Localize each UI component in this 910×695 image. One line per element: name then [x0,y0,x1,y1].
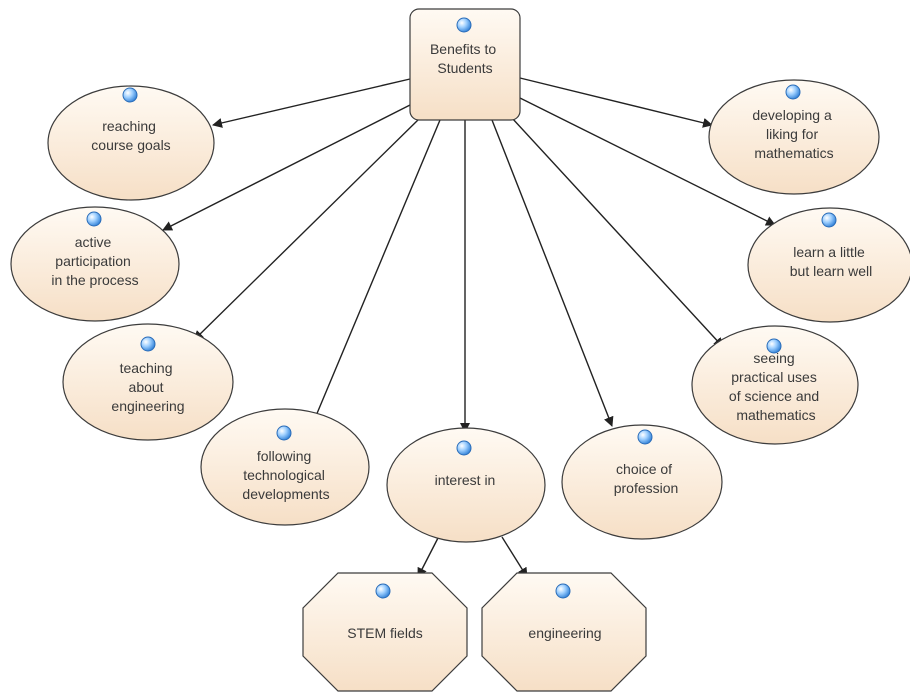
edge-root-teaching [193,117,421,341]
node-label: active participation in the process [51,234,138,288]
info-icon[interactable] [375,583,391,599]
node-label: learn a little but learn well [790,244,873,279]
node-active-participation[interactable]: active participation in the process [10,206,180,322]
node-label: developing a liking for mathematics [752,107,835,161]
node-label: seeing practical uses of science and mat… [729,350,823,423]
node-label: interest in [435,472,496,488]
edge-root-reaching [212,78,411,128]
info-icon[interactable] [122,87,138,103]
node-choice-of-profession[interactable]: choice of profession [561,424,723,540]
node-teaching-about-engineering[interactable]: teaching about engineering [62,323,234,441]
info-icon[interactable] [637,429,653,445]
edge-root-seeing [511,117,724,348]
info-icon[interactable] [456,17,472,33]
info-icon[interactable] [86,211,102,227]
node-shape [561,424,723,540]
edge-interest-stem [417,537,439,578]
node-label: engineering [528,625,601,641]
node-developing-a-liking[interactable]: developing a liking for mathematics [708,79,880,195]
node-shape [708,79,880,195]
node-interest-in[interactable]: interest in [386,427,546,543]
edge-root-active [162,103,413,231]
node-reaching-course-goals[interactable]: reaching course goals [47,85,215,201]
node-label: reaching course goals [91,118,170,153]
node-shape [47,85,215,201]
node-following-technological-developments[interactable]: following technological developments [200,408,370,526]
edge-root-following [311,119,441,424]
info-icon[interactable] [276,425,292,441]
info-icon[interactable] [555,583,571,599]
edge-root-learn [519,97,776,226]
info-icon[interactable] [456,440,472,456]
node-learn-a-little[interactable]: learn a little but learn well [747,207,910,323]
node-label: STEM fields [347,625,422,641]
node-shape [481,572,647,692]
node-seeing-practical-uses[interactable]: seeing practical uses of science and mat… [691,325,859,445]
edge-root-choice [491,119,614,427]
node-shape [62,323,234,441]
node-shape [386,427,546,543]
node-shape [747,207,910,323]
info-icon[interactable] [821,212,837,228]
info-icon[interactable] [785,84,801,100]
node-shape [10,206,180,322]
node-shape [302,572,468,692]
root-node[interactable]: Benefits to Students [409,8,521,121]
node-stem-fields[interactable]: STEM fields [302,572,468,692]
root-node-label: Benefits to Students [430,41,500,76]
info-icon[interactable] [766,338,782,354]
edges [162,77,776,578]
node-label: choice of profession [614,461,679,496]
node-shape [200,408,370,526]
edge-root-liking [519,77,713,128]
edge-interest-engineering [501,536,528,578]
info-icon[interactable] [140,336,156,352]
node-label: following technological developments [242,448,329,502]
node-label: teaching about engineering [111,360,184,414]
root-node-shape [409,8,521,121]
node-engineering[interactable]: engineering [481,572,647,692]
node-shape [691,325,859,445]
